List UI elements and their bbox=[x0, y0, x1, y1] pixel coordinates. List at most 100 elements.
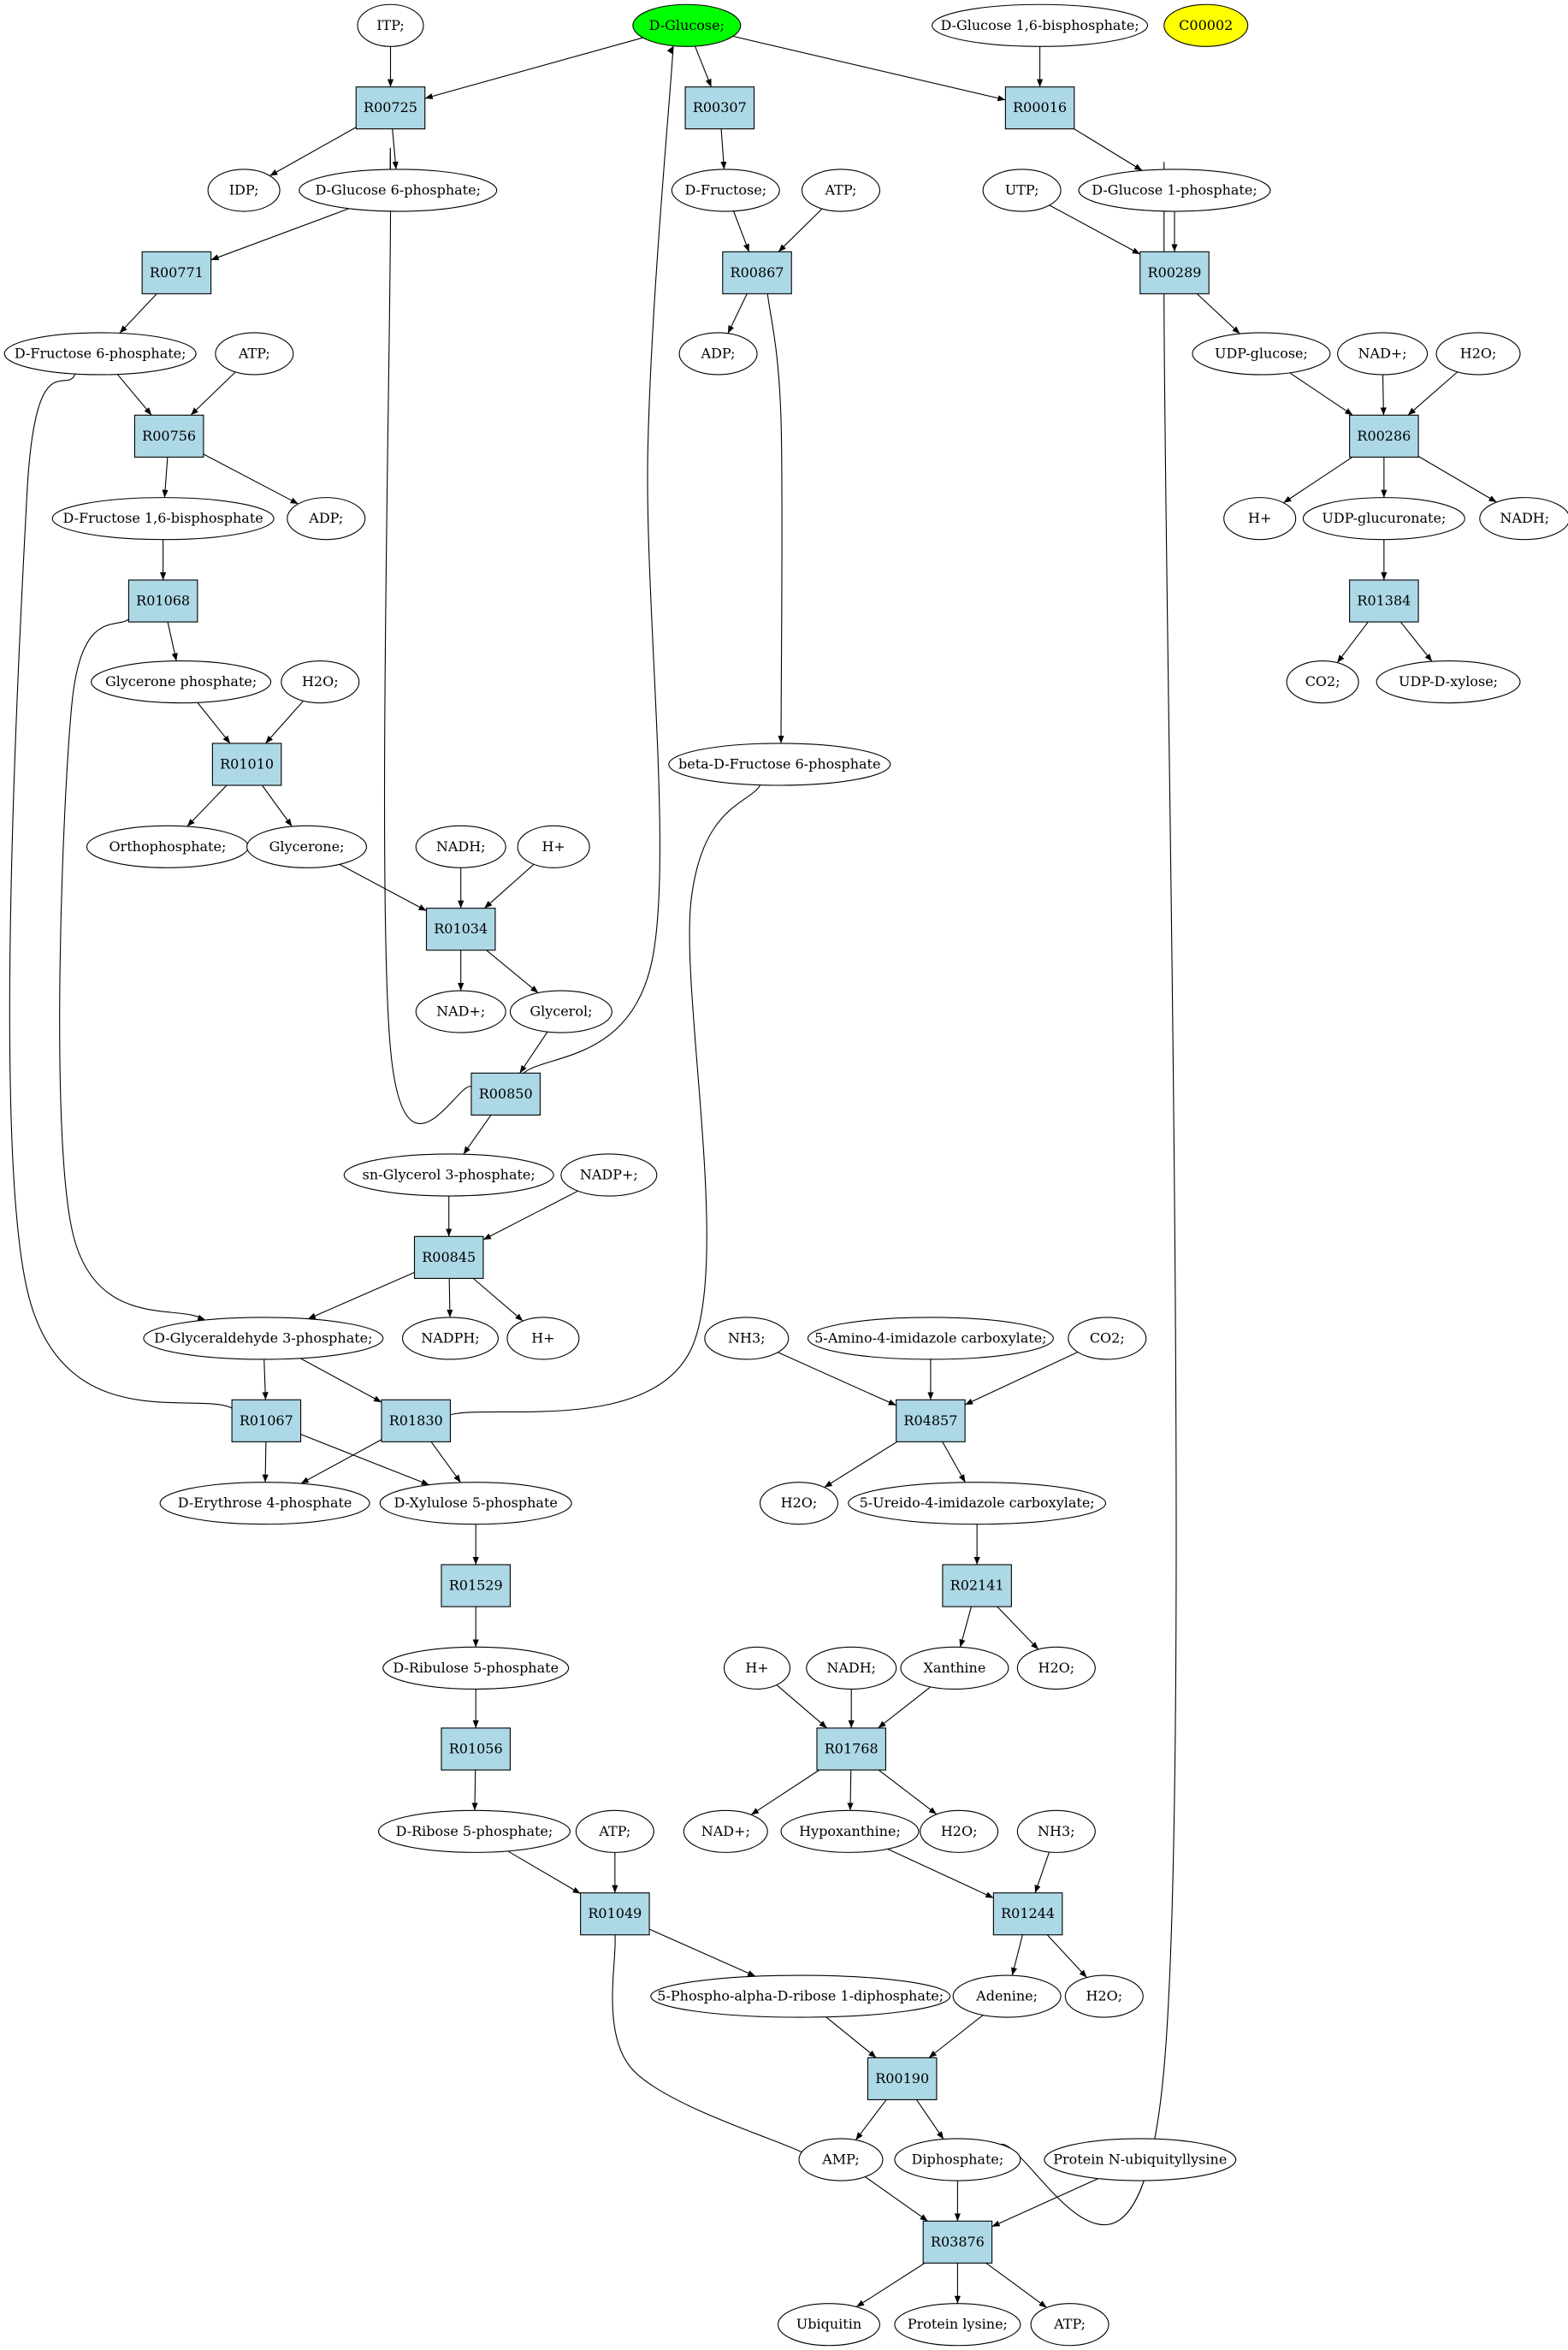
reaction-node-R00867[interactable]: R00867 bbox=[722, 251, 792, 294]
compound-node-nadh2[interactable]: NADH; bbox=[415, 825, 506, 868]
compound-ellipse bbox=[1223, 497, 1297, 541]
compound-node-glucose[interactable]: D-Glucose; bbox=[632, 3, 742, 47]
compound-node-gap[interactable]: D-Glyceraldehyde 3-phosphate; bbox=[143, 1317, 384, 1360]
compound-node-hplus2[interactable]: H+ bbox=[517, 825, 590, 868]
compound-node-udpglucose[interactable]: UDP-glucose; bbox=[1192, 332, 1331, 376]
reaction-node-R00289[interactable]: R00289 bbox=[1139, 251, 1210, 294]
compound-node-nh3_2[interactable]: NH3; bbox=[1016, 1809, 1096, 1853]
reaction-node-R02141[interactable]: R02141 bbox=[942, 1564, 1012, 1607]
reaction-node-R01049[interactable]: R01049 bbox=[580, 1892, 650, 1936]
compound-node-nadph[interactable]: NADPH; bbox=[401, 1317, 499, 1360]
compound-node-hplus3[interactable]: H+ bbox=[506, 1317, 580, 1360]
compound-node-g1p[interactable]: D-Glucose 1-phosphate; bbox=[1078, 169, 1271, 212]
compound-node-udpglucuronate[interactable]: UDP-glucuronate; bbox=[1302, 497, 1465, 541]
compound-node-nadp2[interactable]: NAD+; bbox=[415, 990, 506, 1033]
compound-node-udpxylose[interactable]: UDP-D-xylose; bbox=[1376, 660, 1521, 704]
compound-node-nadh3[interactable]: NADH; bbox=[806, 1646, 897, 1690]
compound-node-x5p[interactable]: D-Xylulose 5-phosphate bbox=[379, 1482, 572, 1525]
compound-node-h2o5[interactable]: H2O; bbox=[920, 1809, 999, 1853]
compound-node-adenine[interactable]: Adenine; bbox=[952, 1974, 1062, 2018]
compound-node-atp1[interactable]: ATP; bbox=[801, 169, 880, 212]
compound-label: Orthophosphate; bbox=[109, 838, 226, 855]
compound-node-prpp[interactable]: 5-Phospho-alpha-D-ribose 1-diphosphate; bbox=[650, 1974, 951, 2018]
compound-ellipse bbox=[1479, 497, 1568, 541]
compound-node-h2o3[interactable]: H2O; bbox=[759, 1482, 839, 1525]
reaction-node-R01034[interactable]: R01034 bbox=[425, 908, 496, 951]
compound-node-co2_2[interactable]: CO2; bbox=[1068, 1317, 1147, 1360]
compound-node-adp1[interactable]: ADP; bbox=[287, 497, 366, 541]
reaction-node-R01056[interactable]: R01056 bbox=[441, 1727, 511, 1771]
compound-node-diphosphate[interactable]: Diphosphate; bbox=[894, 2138, 1021, 2181]
reaction-node-R00845[interactable]: R00845 bbox=[413, 1235, 484, 1279]
reaction-node-R01068[interactable]: R01068 bbox=[127, 579, 198, 623]
compound-node-g6p[interactable]: D-Glucose 6-phosphate; bbox=[299, 169, 498, 212]
compound-node-f6p[interactable]: D-Fructose 6-phosphate; bbox=[3, 332, 197, 376]
compound-node-r5p[interactable]: D-Ribose 5-phosphate; bbox=[377, 1809, 571, 1853]
compound-node-co2_1[interactable]: CO2; bbox=[1286, 660, 1359, 704]
compound-ellipse bbox=[777, 2303, 880, 2347]
compound-node-adp2[interactable]: ADP; bbox=[678, 332, 758, 376]
compound-node-atp4[interactable]: ATP; bbox=[1030, 2303, 1109, 2347]
reaction-node-R01768[interactable]: R01768 bbox=[816, 1727, 886, 1771]
compound-node-atp3[interactable]: ATP; bbox=[575, 1809, 654, 1853]
reaction-node-R03876[interactable]: R03876 bbox=[922, 2220, 993, 2264]
reaction-box bbox=[922, 2220, 993, 2264]
compound-node-h2o6[interactable]: H2O; bbox=[1064, 1974, 1144, 2018]
reaction-box bbox=[942, 1564, 1012, 1607]
reaction-node-R00190[interactable]: R00190 bbox=[867, 2057, 938, 2100]
compound-node-bf6p[interactable]: beta-D-Fructose 6-phosphate bbox=[668, 743, 891, 786]
reaction-node-R01830[interactable]: R01830 bbox=[381, 1399, 452, 1442]
compound-node-atp2[interactable]: ATP; bbox=[215, 332, 294, 376]
compound-node-g16bp[interactable]: D-Glucose 1,6-bisphosphate; bbox=[932, 3, 1149, 47]
compound-node-ru5p[interactable]: D-Ribulose 5-phosphate bbox=[382, 1646, 570, 1690]
compound-node-h2o4[interactable]: H2O; bbox=[1016, 1646, 1096, 1690]
reaction-node-R01529[interactable]: R01529 bbox=[441, 1564, 511, 1607]
compound-node-hplus4[interactable]: H+ bbox=[723, 1646, 791, 1690]
reaction-node-R01384[interactable]: R01384 bbox=[1349, 579, 1419, 623]
compound-node-aica[interactable]: 5-Amino-4-imidazole carboxylate; bbox=[807, 1317, 1054, 1360]
edge-r_R00289-to-c_diphosphate bbox=[986, 162, 1177, 2225]
compound-node-f16bp[interactable]: D-Fructose 1,6-bisphosphate bbox=[51, 497, 275, 541]
compound-label: H2O; bbox=[1460, 345, 1497, 361]
compound-node-glyceronep[interactable]: Glycerone phosphate; bbox=[91, 660, 272, 704]
reaction-node-R00771[interactable]: R00771 bbox=[141, 251, 212, 294]
compound-node-glycerone[interactable]: Glycerone; bbox=[246, 825, 368, 868]
compound-node-idp[interactable]: IDP; bbox=[207, 169, 281, 212]
reaction-node-R00307[interactable]: R00307 bbox=[684, 86, 755, 130]
compound-node-h2o1[interactable]: H2O; bbox=[1435, 332, 1521, 376]
reaction-node-R00756[interactable]: R00756 bbox=[133, 414, 204, 458]
compound-node-snglycerol3p[interactable]: sn-Glycerol 3-phosphate; bbox=[343, 1153, 554, 1197]
compound-node-nh3_1[interactable]: NH3; bbox=[704, 1317, 790, 1360]
compound-node-ubiquitin[interactable]: Ubiquitin bbox=[777, 2303, 880, 2347]
compound-node-protubi[interactable]: Protein N-ubiquityllysine bbox=[1044, 2138, 1237, 2181]
reaction-node-R00286[interactable]: R00286 bbox=[1349, 414, 1419, 458]
compound-node-nadp3[interactable]: NAD+; bbox=[683, 1809, 768, 1853]
reaction-node-R04857[interactable]: R04857 bbox=[896, 1399, 966, 1442]
reaction-node-R00016[interactable]: R00016 bbox=[1004, 86, 1075, 130]
compound-node-itp[interactable]: ITP; bbox=[357, 3, 424, 47]
compound-node-utp[interactable]: UTP; bbox=[982, 169, 1062, 212]
compound-ellipse bbox=[575, 1809, 654, 1853]
reaction-box bbox=[867, 2057, 938, 2100]
compound-label: Adenine; bbox=[975, 1988, 1038, 2004]
compound-node-e4p[interactable]: D-Erythrose 4-phosphate bbox=[159, 1482, 370, 1525]
compound-node-orthop[interactable]: Orthophosphate; bbox=[86, 825, 249, 868]
compound-node-h2o2[interactable]: H2O; bbox=[281, 660, 360, 704]
compound-node-hypoxanthine[interactable]: Hypoxanthine; bbox=[780, 1809, 920, 1853]
reaction-node-R01067[interactable]: R01067 bbox=[231, 1399, 302, 1442]
reaction-node-R01244[interactable]: R01244 bbox=[992, 1892, 1063, 1936]
reaction-node-R00850[interactable]: R00850 bbox=[470, 1072, 541, 1116]
compound-node-nadp1[interactable]: NAD+; bbox=[1337, 332, 1429, 376]
compound-node-glycerol[interactable]: Glycerol; bbox=[509, 990, 612, 1033]
compound-node-xanthine[interactable]: Xanthine bbox=[900, 1646, 1009, 1690]
compound-node-protlysine[interactable]: Protein lysine; bbox=[894, 2303, 1021, 2347]
compound-node-nadh1[interactable]: NADH; bbox=[1479, 497, 1568, 541]
compound-node-uica[interactable]: 5-Ureido-4-imidazole carboxylate; bbox=[848, 1482, 1107, 1525]
reaction-node-R00725[interactable]: R00725 bbox=[355, 86, 426, 130]
compound-node-nadpplus[interactable]: NADP+; bbox=[560, 1153, 658, 1197]
compound-node-hplus1[interactable]: H+ bbox=[1223, 497, 1297, 541]
reaction-node-R01010[interactable]: R01010 bbox=[211, 743, 282, 786]
compound-node-c00002[interactable]: C00002 bbox=[1163, 3, 1249, 47]
compound-node-fructose[interactable]: D-Fructose; bbox=[671, 169, 780, 212]
compound-node-amp[interactable]: AMP; bbox=[798, 2138, 884, 2181]
